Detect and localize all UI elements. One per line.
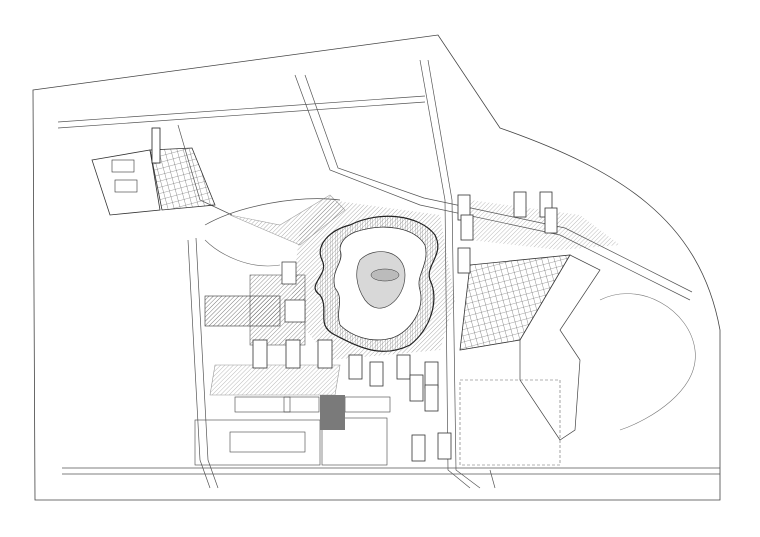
central-wavy-complex (290, 200, 455, 360)
football-field (344, 396, 391, 413)
sports-fields (194, 395, 391, 466)
parkland (204, 194, 696, 466)
west-blocks (204, 261, 341, 396)
basketball-court (283, 396, 320, 413)
tower-plot-northwest (91, 127, 216, 216)
residential-towers (252, 191, 558, 462)
football-field (229, 431, 306, 453)
football-field (234, 396, 291, 413)
tower-building (151, 127, 161, 164)
site-boundary (32, 34, 721, 501)
east-grid-district (459, 200, 620, 441)
